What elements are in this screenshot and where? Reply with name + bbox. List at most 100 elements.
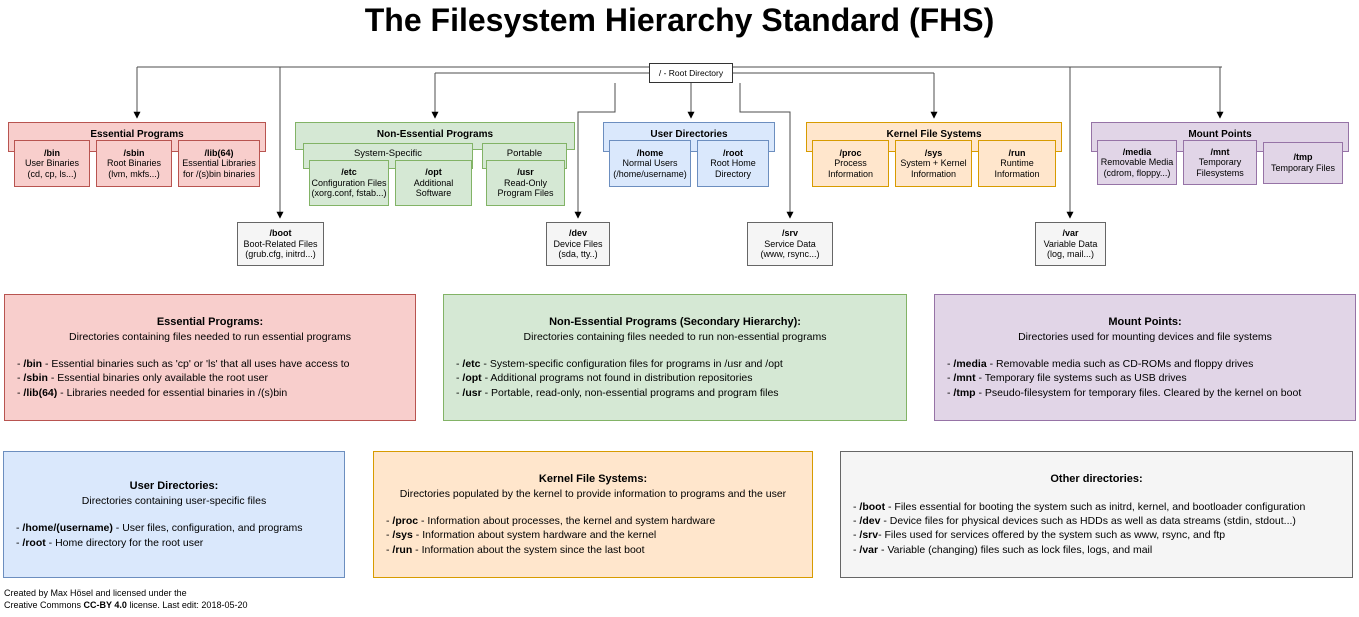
item-prefix: - <box>456 358 463 371</box>
item-desc: - User files, configuration, and program… <box>112 522 303 535</box>
item-term: /dev <box>859 515 881 528</box>
node-desc: (/home/username) <box>613 168 687 179</box>
node-desc: Temporary Files <box>1270 163 1335 173</box>
footer-line2-pre: Creative Commons <box>4 600 84 611</box>
node-desc: Process <box>834 158 867 169</box>
legend-item: - /sys - Information about system hardwa… <box>386 528 800 542</box>
node-path: /lib(64) <box>204 147 234 158</box>
node-var: /var Variable Data (log, mail...) <box>1035 222 1106 266</box>
item-desc: - Device files for physical devices such… <box>880 515 1296 528</box>
node-path: /sbin <box>123 147 145 158</box>
legend-other: Other directories: - /boot - Files essen… <box>840 451 1353 578</box>
item-term: /media <box>953 358 987 371</box>
item-prefix: - <box>456 372 463 385</box>
legend-item: - /var - Variable (changing) files such … <box>853 543 1340 557</box>
node-desc: for /(s)bin binaries <box>182 168 256 179</box>
item-desc: - Information about system hardware and … <box>412 529 657 542</box>
node-desc: Root Home <box>710 158 756 169</box>
node-path: /proc <box>839 147 862 158</box>
item-prefix: - <box>947 386 954 399</box>
item-desc: - Portable, read-only, non-essential pro… <box>481 386 779 399</box>
node-desc: Removable Media <box>1100 157 1174 168</box>
item-prefix: - <box>16 522 23 535</box>
item-desc: - Essential binaries such as 'cp' or 'ls… <box>42 358 350 371</box>
node-etc: /etc Configuration Files (xorg.conf, fst… <box>309 160 389 206</box>
item-desc: - Pseudo-filesystem for temporary files.… <box>975 386 1302 399</box>
legend-subtitle: Directories containing files needed to r… <box>69 331 351 344</box>
legend-kernel: Kernel File Systems: Directories populat… <box>373 451 813 578</box>
legend-title: Kernel File Systems: <box>538 473 648 486</box>
legend-item: - /lib(64) - Libraries needed for essent… <box>17 386 403 400</box>
node-desc: Directory <box>714 168 751 179</box>
node-path: /usr <box>517 167 534 178</box>
legend-user: User Directories: Directories containing… <box>3 451 345 578</box>
node-desc: Essential Libraries <box>182 158 256 169</box>
item-desc: - Variable (changing) files such as lock… <box>878 543 1153 556</box>
node-proc: /proc Process Information <box>812 140 889 187</box>
item-term: /run <box>392 543 413 556</box>
footer-license: CC-BY 4.0 <box>83 600 127 611</box>
node-path: /dev <box>568 228 587 239</box>
item-desc: - Information about the system since the… <box>412 543 645 556</box>
node-boot: /boot Boot-Related Files (grub.cfg, init… <box>237 222 324 266</box>
item-term: /boot <box>859 501 886 514</box>
item-desc: - Temporary file systems such as USB dri… <box>975 372 1187 385</box>
item-term: /sbin <box>23 372 48 385</box>
legend-item: - /usr - Portable, read-only, non-essent… <box>456 386 894 400</box>
node-desc: Root Binaries <box>106 158 162 169</box>
node-desc: System + Kernel <box>900 158 967 169</box>
legend-subtitle: Directories used for mounting devices an… <box>1018 331 1272 344</box>
legend-essential: Essential Programs: Directories containi… <box>4 294 416 421</box>
node-desc: Additional Software <box>413 177 454 199</box>
item-term: /srv <box>859 529 879 542</box>
item-prefix: - <box>456 386 463 399</box>
node-desc: Device Files <box>553 238 603 249</box>
node-desc: Variable Data <box>1043 238 1098 249</box>
node-desc: Normal Users <box>622 158 678 169</box>
spacer <box>386 501 800 514</box>
node-usr: /usr Read-Only Program Files <box>486 160 565 206</box>
legend-item: - /tmp - Pseudo-filesystem for temporary… <box>947 386 1343 400</box>
item-prefix: - <box>947 372 954 385</box>
node-path: /run <box>1008 147 1026 158</box>
node-tmp: /tmp Temporary Files <box>1263 142 1343 184</box>
item-desc: - Information about processes, the kerne… <box>418 515 716 528</box>
item-term: /usr <box>462 386 482 399</box>
item-desc: - Removable media such as CD-ROMs and fl… <box>986 358 1254 371</box>
node-desc: (www, rsync...) <box>760 249 820 260</box>
spacer <box>16 508 332 521</box>
item-desc: - Libraries needed for essential binarie… <box>57 386 288 399</box>
item-desc: - Files used for services offered by the… <box>878 529 1226 542</box>
item-prefix: - <box>853 543 860 556</box>
node-desc: Information <box>994 168 1040 179</box>
node-bin: /bin User Binaries (cd, cp, ls...) <box>14 140 90 187</box>
item-prefix: - <box>16 536 23 549</box>
legend-item: - /bin - Essential binaries such as 'cp'… <box>17 357 403 371</box>
node-desc: (cd, cp, ls...) <box>27 168 77 179</box>
node-desc: Service Data <box>764 238 816 249</box>
node-root-directory: / - Root Directory <box>649 63 733 83</box>
node-path: /etc <box>341 167 357 178</box>
item-term: /lib(64) <box>23 386 58 399</box>
legend-subtitle: Directories containing user-specific fil… <box>81 495 267 508</box>
item-term: /mnt <box>953 372 976 385</box>
item-desc: - Essential binaries only available the … <box>47 372 268 385</box>
item-prefix: - <box>386 529 393 542</box>
item-term: /var <box>859 543 879 556</box>
node-desc: Configuration Files <box>311 177 387 188</box>
node-path: /sys <box>924 147 943 158</box>
node-path: /media <box>1122 146 1152 157</box>
node-path: /srv <box>781 228 798 239</box>
node-root: /root Root Home Directory <box>697 140 769 187</box>
node-path: /var <box>1062 228 1079 239</box>
item-term: /etc <box>462 358 481 371</box>
item-term: /sys <box>392 529 413 542</box>
item-prefix: - <box>17 372 24 385</box>
item-prefix: - <box>17 358 24 371</box>
item-desc: - Additional programs not found in distr… <box>481 372 753 385</box>
node-mnt: /mnt Temporary Filesystems <box>1183 140 1257 185</box>
legend-title: Essential Programs: <box>156 316 264 329</box>
node-desc: Boot-Related Files <box>243 238 318 249</box>
legend-item: - /sbin - Essential binaries only availa… <box>17 371 403 385</box>
